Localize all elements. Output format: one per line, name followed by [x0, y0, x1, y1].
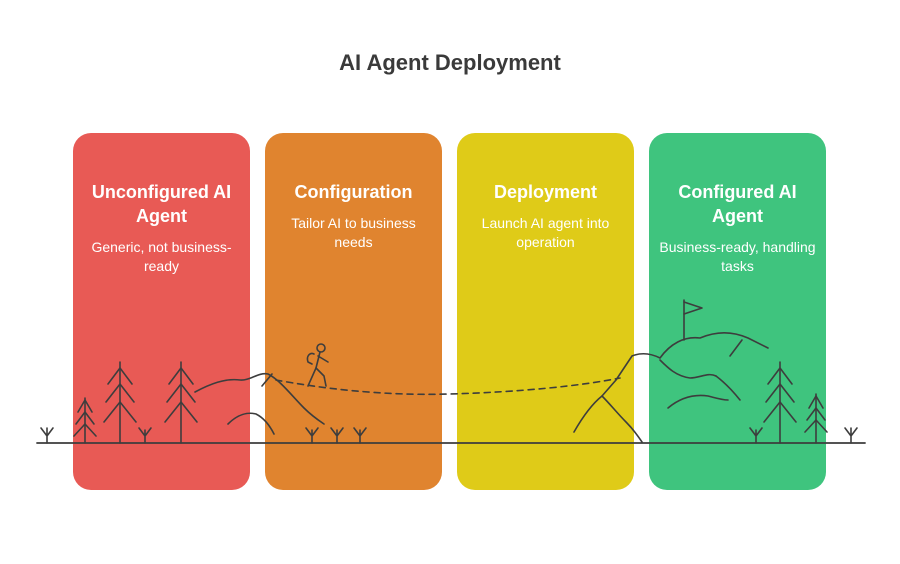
stage-title: Deployment	[493, 182, 598, 202]
diagram-title: AI Agent Deployment	[339, 50, 561, 75]
stage-description: Launch AI agent into operation	[481, 215, 610, 250]
stage-description: Business-ready, handling tasks	[659, 239, 816, 274]
stage-description: Generic, not business-ready	[91, 239, 232, 274]
stage-title: Unconfigured AI Agent	[91, 182, 232, 226]
grass-icon	[844, 427, 858, 444]
stage-title: Configuration	[294, 182, 413, 202]
stage-title: Configured AI Agent	[678, 182, 797, 226]
stage-card-configured: Configured AI Agent Business-ready, hand…	[649, 133, 826, 490]
stage-card-unconfigured: Unconfigured AI Agent Generic, not busin…	[73, 133, 250, 490]
grass-icon	[40, 427, 54, 444]
stage-card-configuration: Configuration Tailor AI to business need…	[265, 133, 442, 490]
stage-card-deployment: Deployment Launch AI agent into operatio…	[457, 133, 634, 490]
stage-description: Tailor AI to business needs	[291, 215, 416, 250]
